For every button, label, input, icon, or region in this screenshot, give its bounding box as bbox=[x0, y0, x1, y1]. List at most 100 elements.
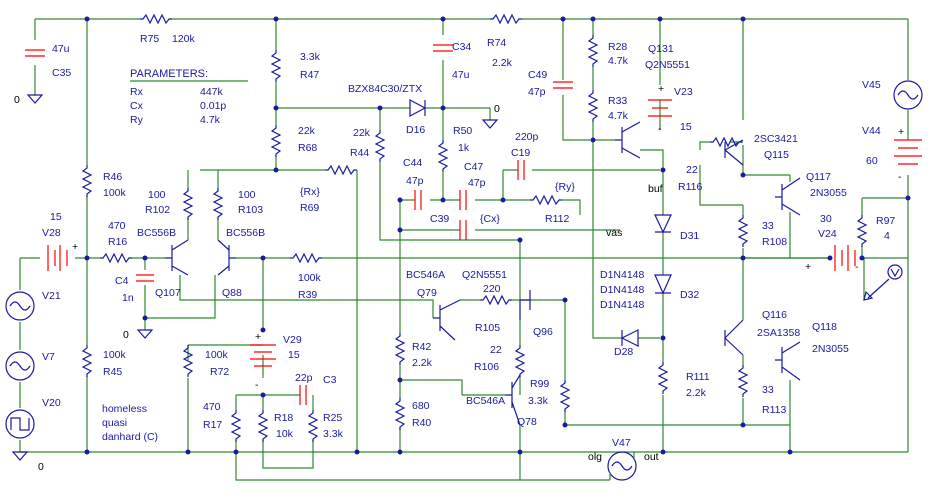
q78-label: Q78 bbox=[517, 416, 537, 428]
net-label: buf bbox=[648, 183, 663, 195]
r16-label: R16 bbox=[108, 236, 127, 248]
q79-label: Q79 bbox=[417, 287, 437, 299]
r39-value: 100k bbox=[298, 272, 322, 284]
v20-label: V20 bbox=[42, 397, 61, 409]
v47-label: V47 bbox=[612, 437, 631, 449]
v44-value: 60 bbox=[866, 155, 878, 167]
polarity-minus: - bbox=[255, 379, 259, 391]
net-label: 0 bbox=[38, 461, 44, 473]
d16-label: D16 bbox=[406, 124, 425, 136]
polarity-minus: - bbox=[855, 261, 859, 273]
polarity-plus: + bbox=[805, 261, 811, 273]
net-label: 0 bbox=[14, 94, 20, 106]
r116-value: 22 bbox=[686, 164, 698, 176]
d31-label: D31 bbox=[680, 230, 699, 242]
credit-line: quasi bbox=[102, 417, 127, 429]
junction-dots bbox=[84, 16, 911, 455]
r69-value: {Rx} bbox=[300, 186, 320, 198]
r33-value: 4.7k bbox=[608, 110, 629, 122]
r106-value: 22 bbox=[490, 344, 502, 356]
net-label: olg bbox=[588, 451, 602, 463]
v44-label: V44 bbox=[862, 125, 881, 137]
q131-label: Q131 bbox=[648, 43, 674, 55]
credit-line: homeless bbox=[102, 403, 147, 415]
r111-label: R111 bbox=[686, 371, 710, 383]
c49-label: C49 bbox=[528, 69, 547, 81]
capacitors bbox=[25, 44, 573, 405]
v28-value: 15 bbox=[50, 211, 62, 223]
ac-sources bbox=[5, 80, 923, 481]
c47-label: C47 bbox=[464, 161, 483, 173]
net-label: 0 bbox=[494, 103, 500, 115]
r72-value: 100k bbox=[205, 349, 229, 361]
v45-label: V45 bbox=[862, 79, 881, 91]
r16-value: 470 bbox=[108, 220, 126, 232]
q116-type: 2SA1358 bbox=[757, 327, 800, 339]
c35-label: C35 bbox=[52, 67, 71, 79]
r40-value: 680 bbox=[412, 400, 430, 412]
polarity-plus: + bbox=[72, 241, 78, 253]
c44-label: C44 bbox=[403, 157, 422, 169]
r25-label: R25 bbox=[323, 412, 342, 424]
q107-label: Q107 bbox=[155, 287, 181, 299]
c39-label: C39 bbox=[430, 213, 449, 225]
r105-value: 220 bbox=[483, 283, 501, 295]
c3-value: 22p bbox=[295, 372, 313, 384]
c19-label: C19 bbox=[511, 147, 530, 159]
r18-value: 10k bbox=[276, 428, 294, 440]
batteries bbox=[47, 99, 922, 367]
v28-label: V28 bbox=[42, 227, 61, 239]
d-type-label: D1N4148 bbox=[600, 299, 645, 311]
r42-label: R42 bbox=[412, 341, 431, 353]
c4-value: 1n bbox=[122, 292, 134, 304]
r46-value: 100k bbox=[103, 187, 127, 199]
r103-label: R103 bbox=[238, 204, 263, 216]
r42-value: 2.2k bbox=[412, 357, 433, 369]
r103-value: 100 bbox=[238, 189, 256, 201]
net-label: 0 bbox=[123, 329, 129, 341]
r75-value: 120k bbox=[172, 33, 196, 45]
r47-label: R47 bbox=[300, 69, 319, 81]
credit-line: danhard (C) bbox=[102, 431, 158, 443]
c47-value: 47p bbox=[468, 177, 486, 189]
param-value: 0.01p bbox=[200, 100, 226, 112]
wiring bbox=[19, 18, 909, 481]
r68-value: 22k bbox=[298, 125, 316, 137]
c4-label: C4 bbox=[115, 275, 129, 287]
c19-value: 220p bbox=[515, 131, 539, 143]
q115-label: Q115 bbox=[764, 149, 789, 161]
meter bbox=[863, 264, 903, 301]
r44-label: R44 bbox=[350, 147, 369, 159]
q117-type: 2N3055 bbox=[810, 187, 847, 199]
c34-label: C34 bbox=[452, 41, 471, 53]
polarity-minus: - bbox=[898, 171, 902, 183]
polarity-plus: + bbox=[255, 331, 261, 343]
r74-value: 2.2k bbox=[492, 57, 513, 69]
q88-label: Q88 bbox=[222, 287, 242, 299]
q96-label: Q96 bbox=[533, 326, 553, 338]
c35-value: 47u bbox=[52, 43, 70, 55]
r97-value: 4 bbox=[884, 230, 890, 242]
r113-label: R113 bbox=[762, 404, 786, 416]
param-name: Ry bbox=[130, 114, 144, 126]
r45-label: R45 bbox=[103, 366, 122, 378]
r108-label: R108 bbox=[762, 236, 787, 248]
r72-label: R72 bbox=[210, 366, 229, 378]
r106-label: R106 bbox=[474, 361, 499, 373]
r18-label: R18 bbox=[274, 412, 293, 424]
polarity-minus: - bbox=[658, 123, 662, 135]
c34-value: 47u bbox=[452, 69, 470, 81]
c39-value: {Cx} bbox=[480, 213, 500, 225]
r50-value: 1k bbox=[458, 142, 470, 154]
d-type-label: D1N4148 bbox=[600, 269, 645, 281]
d16-type: BZX84C30/ZTX bbox=[348, 83, 422, 95]
param-name: Rx bbox=[130, 86, 144, 98]
transistors bbox=[165, 121, 801, 426]
r112-value: {Ry} bbox=[555, 181, 575, 193]
r74-label: R74 bbox=[487, 37, 506, 49]
q131-type: Q2N5551 bbox=[645, 59, 690, 71]
q116-label: Q116 bbox=[762, 309, 787, 321]
r113-value: 33 bbox=[762, 384, 774, 396]
d-type-label: D1N4148 bbox=[600, 284, 645, 296]
